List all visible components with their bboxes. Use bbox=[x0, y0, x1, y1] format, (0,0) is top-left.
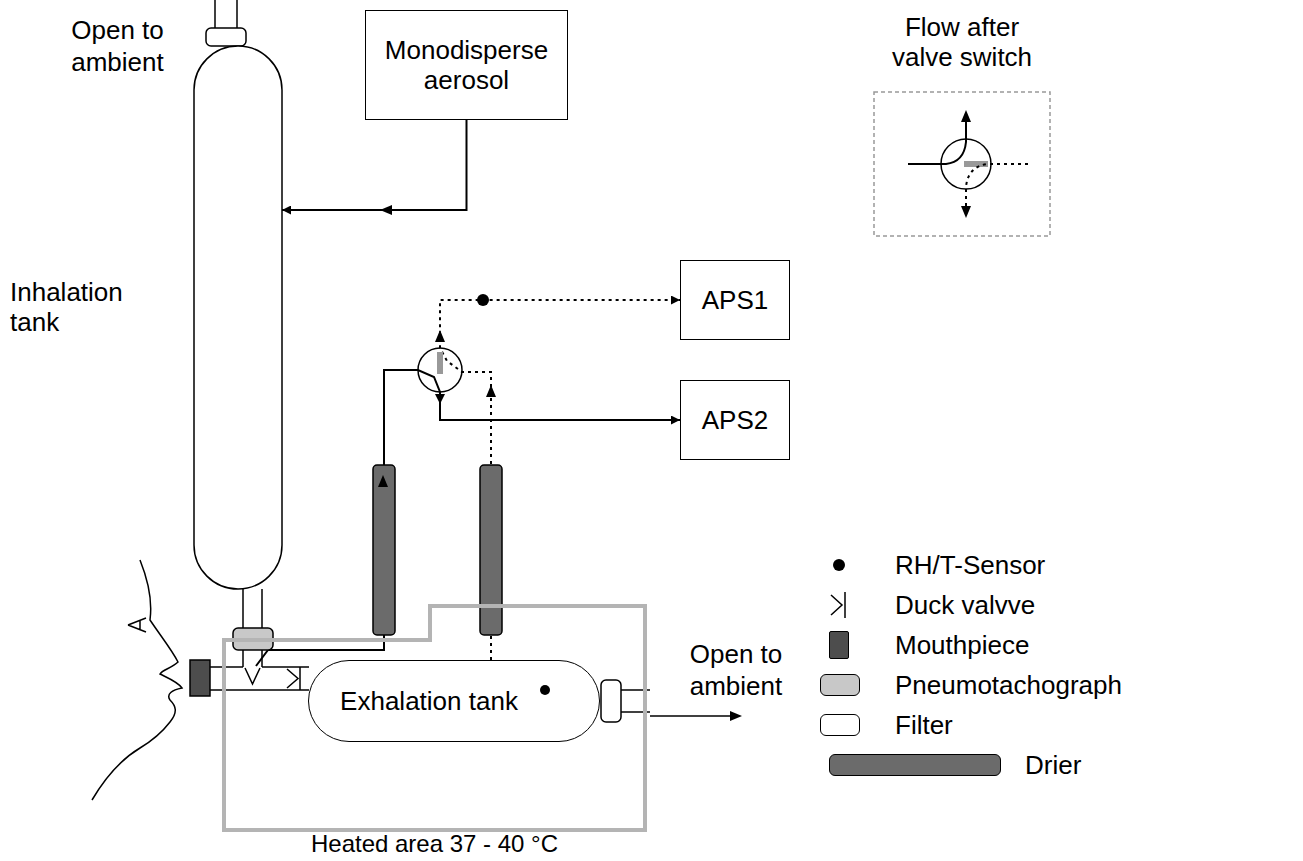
annotation-label: Open to ambient bbox=[676, 638, 796, 702]
annotation-label: Open to ambient bbox=[35, 14, 200, 78]
legend-text: Duck valvve bbox=[895, 590, 1035, 620]
legend-swatch bbox=[829, 631, 849, 659]
valve-flap bbox=[437, 352, 443, 374]
legend-swatch bbox=[820, 674, 860, 696]
valve-inset-box: Flow after valve switch bbox=[868, 12, 1056, 238]
legend-swatch bbox=[829, 754, 1001, 776]
legend-text: Drier bbox=[1025, 750, 1081, 780]
exhaust-arrow bbox=[650, 715, 732, 717]
filter-symbol bbox=[601, 680, 621, 722]
inhalation-tank: Inhalation tank bbox=[10, 45, 284, 590]
drier-symbol bbox=[373, 465, 395, 635]
legend-text: Filter bbox=[895, 710, 953, 740]
legend-sensor-symbol bbox=[833, 559, 845, 571]
flow-arrow-head bbox=[380, 205, 392, 215]
legend-duck-valve-symbol bbox=[831, 592, 845, 618]
node-text: Exhalation tank bbox=[340, 686, 518, 716]
aps-box: APS2 bbox=[680, 380, 790, 460]
valve-symbol bbox=[418, 348, 462, 392]
aerosol-generator-box: Monodisperse aerosol bbox=[365, 10, 568, 120]
node-text: Monodisperse aerosol bbox=[372, 35, 561, 95]
dashed-frame bbox=[874, 92, 1050, 236]
tube-wall bbox=[262, 666, 309, 668]
legend-swatch bbox=[820, 714, 860, 736]
heated-area-border bbox=[224, 606, 645, 830]
duck-valve-symbol bbox=[245, 668, 260, 684]
face-profile bbox=[92, 560, 182, 800]
node-text: Inhalation tank bbox=[10, 277, 150, 337]
heated-area-outline bbox=[222, 604, 647, 834]
legend-text: RH/T-Sensor bbox=[895, 550, 1045, 580]
node-text: APS2 bbox=[702, 405, 769, 435]
flow-arrow-head bbox=[961, 206, 971, 218]
node-text: Heated area 37 - 40 °C bbox=[222, 831, 647, 857]
flow-connector bbox=[256, 370, 680, 666]
drier-symbol bbox=[480, 465, 502, 635]
flow-connector bbox=[282, 120, 467, 210]
duck-valve-symbol bbox=[287, 667, 300, 690]
legend-text: Mouthpiece bbox=[895, 630, 1029, 660]
node-text: APS1 bbox=[702, 285, 769, 315]
node-text: Flow after valve switch bbox=[882, 12, 1042, 72]
flow-arrow-head bbox=[378, 475, 388, 487]
exhalation-tank: Exhalation tank bbox=[308, 660, 600, 742]
face-eye bbox=[128, 618, 146, 632]
flow-arrow-head bbox=[961, 110, 971, 122]
rh-t-sensor bbox=[540, 685, 550, 695]
aps-box: APS1 bbox=[680, 260, 790, 340]
exhaust-arrow-head bbox=[730, 711, 742, 721]
tank-shape bbox=[194, 46, 282, 589]
filter-symbol bbox=[206, 28, 246, 46]
flow-arrow-head bbox=[435, 394, 445, 404]
heated-area-region: Exhalation tankHeated area 37 - 40 °C bbox=[222, 604, 647, 857]
flow-arrow-head bbox=[435, 330, 445, 342]
rh-t-sensor bbox=[477, 294, 489, 306]
flow-arrow-head bbox=[486, 385, 496, 397]
legend-text: Pneumotachograph bbox=[895, 670, 1122, 700]
solid-flow-line bbox=[908, 120, 966, 164]
mouthpiece-symbol bbox=[190, 660, 210, 696]
tube-wall bbox=[210, 666, 243, 668]
dotted-flow-line bbox=[966, 164, 1028, 208]
